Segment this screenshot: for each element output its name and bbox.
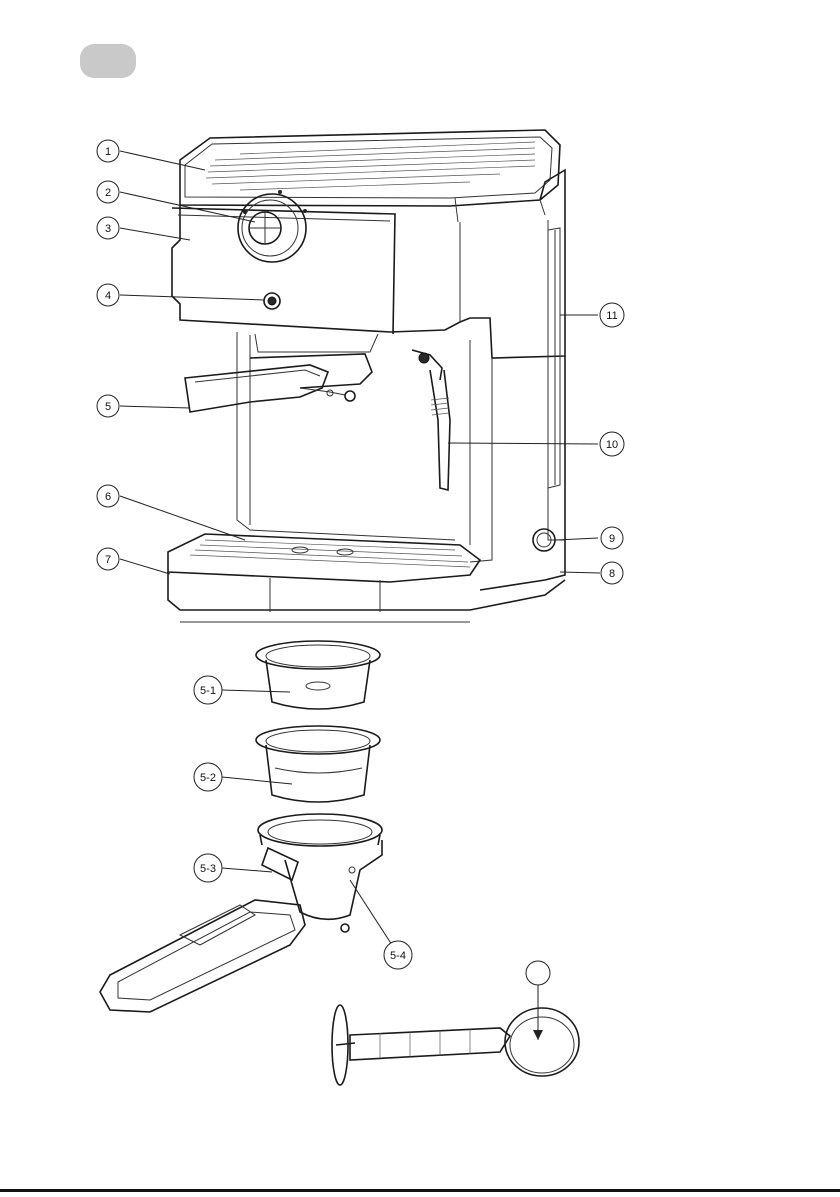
callout-5-1-label: 5-1	[200, 685, 216, 697]
drip-tray	[168, 534, 565, 612]
callout-7: 7	[97, 548, 119, 570]
callout-2-label: 2	[105, 187, 111, 199]
callout-11-label: 11	[606, 310, 617, 322]
mounted-portafilter	[185, 334, 378, 412]
filter-basket-single	[256, 641, 380, 709]
callout-10-label: 10	[606, 439, 618, 451]
callout-2: 2	[97, 181, 119, 203]
callout-5-2: 5-2	[194, 763, 222, 791]
callout-5-2-label: 5-2	[200, 772, 216, 784]
callout-10: 10	[600, 432, 624, 456]
callout-6: 6	[97, 485, 119, 507]
control-knob	[238, 190, 307, 262]
steam-wand	[412, 350, 450, 490]
callout-9-label: 9	[609, 533, 615, 545]
callout-8: 8	[601, 562, 623, 584]
filter-basket-double	[256, 726, 380, 802]
espresso-machine	[168, 130, 565, 622]
callout-5-4: 5-4	[384, 941, 412, 969]
cup-warming-tray	[180, 130, 560, 222]
callout-5-label: 5	[105, 401, 111, 413]
coffee-tamper-spoon	[332, 1005, 579, 1085]
callout-8-label: 8	[609, 568, 615, 580]
callout-1: 1	[97, 140, 119, 162]
arrow-head	[533, 1030, 543, 1040]
callout-3: 3	[97, 217, 119, 239]
callout-5-4-label: 5-4	[390, 950, 406, 962]
callout-5: 5	[97, 395, 119, 417]
callout-5-1: 5-1	[194, 676, 222, 704]
callout-5-3: 5-3	[194, 854, 222, 882]
callout-3-label: 3	[105, 223, 111, 235]
callout-4-label: 4	[105, 290, 111, 302]
callout-5-3-label: 5-3	[200, 863, 216, 875]
portafilter-handle	[100, 814, 382, 1012]
machine-housing	[172, 170, 565, 590]
leader-lines	[120, 151, 600, 1040]
water-tank	[548, 228, 560, 488]
callout-11: 11	[600, 303, 624, 327]
callout-12	[526, 961, 550, 985]
section-badge	[80, 44, 136, 78]
power-button	[264, 293, 280, 309]
callout-6-label: 6	[105, 491, 111, 503]
callout-4: 4	[97, 284, 119, 306]
callout-9: 9	[601, 527, 623, 549]
callout-7-label: 7	[105, 554, 111, 566]
callout-1-label: 1	[105, 146, 111, 158]
